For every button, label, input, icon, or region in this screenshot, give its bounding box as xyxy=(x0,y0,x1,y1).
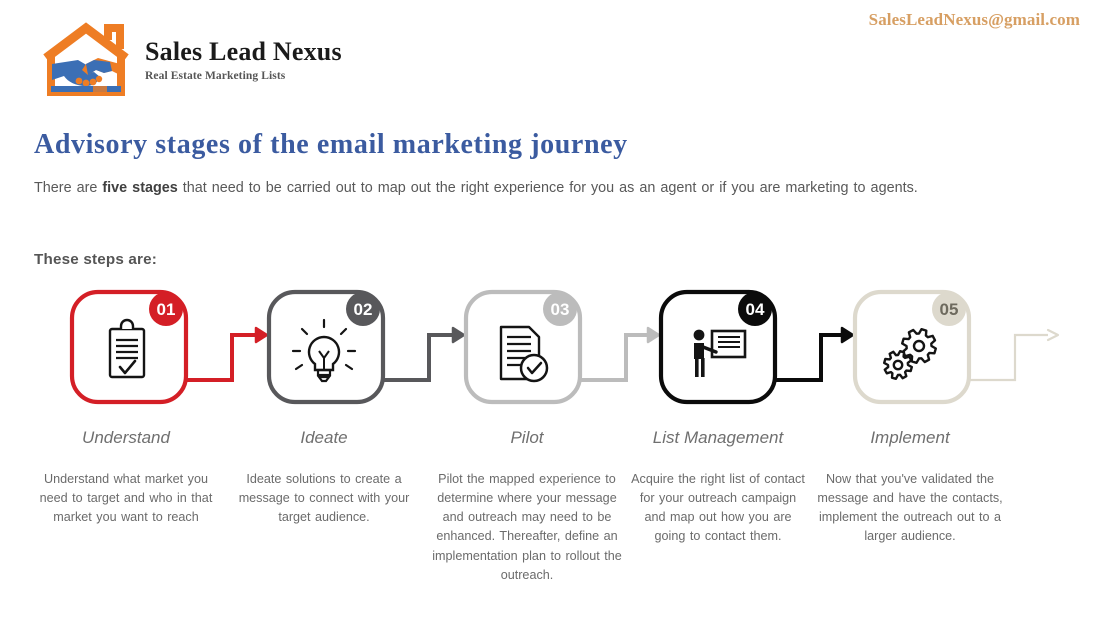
stage-number-text-02: 02 xyxy=(354,300,373,319)
stage-description-05: Now that you've validated the message an… xyxy=(817,472,1003,544)
arrow-head-02 xyxy=(451,326,466,344)
stage-label-04: List Management xyxy=(652,428,784,447)
process-flow-diagram: 01 02 03 04 05 xyxy=(69,289,1060,405)
stage-description-01: Understand what market you need to targe… xyxy=(39,472,213,525)
connector-02 xyxy=(381,333,454,382)
contact-email: SalesLeadNexus@gmail.com xyxy=(868,10,1080,29)
intro-emphasis: five stages xyxy=(102,180,178,196)
arrow-head-03 xyxy=(646,326,661,344)
stage-description-02: Ideate solutions to create a message to … xyxy=(238,472,410,525)
document-check-icon xyxy=(499,325,549,383)
arrow-head-01 xyxy=(254,326,269,344)
intro-paragraph: There are five stages that need to be ca… xyxy=(34,177,1070,200)
brand-tagline: Real Estate Marketing Lists xyxy=(145,69,286,82)
lightbulb-icon xyxy=(291,318,357,383)
intro-text-part-2: that need to be carried out to map out t… xyxy=(177,180,918,196)
stage-number-badge-02[interactable] xyxy=(346,292,380,326)
stage-number-badge-03[interactable] xyxy=(543,292,577,326)
arrow-head-05 xyxy=(1046,328,1060,342)
stage-number-badge-05[interactable] xyxy=(932,292,966,326)
page-title: Advisory stages of the email marketing j… xyxy=(34,129,628,160)
brand-logo: Sales Lead Nexus Real Estate Marketing L… xyxy=(38,20,342,100)
stage-number-text-01: 01 xyxy=(157,300,176,319)
connector-04 xyxy=(773,333,843,382)
stage-label-02: Ideate xyxy=(300,428,348,447)
brand-title: Sales Lead Nexus xyxy=(145,37,342,67)
stage-number-text-04: 04 xyxy=(746,300,765,319)
stage-label-05: Implement xyxy=(870,428,950,447)
stage-label-03: Pilot xyxy=(510,428,544,447)
stage-description-03: Pilot the mapped experience to determine… xyxy=(432,472,622,582)
stage-label-01: Understand xyxy=(82,428,170,447)
connector-01 xyxy=(184,333,257,382)
stage-number-text-05: 05 xyxy=(940,300,959,319)
stage-number-text-03: 03 xyxy=(551,300,570,319)
stage-number-badge-04[interactable] xyxy=(738,292,772,326)
stage-number-badge-01[interactable] xyxy=(149,292,183,326)
intro-text-part-1: There are xyxy=(34,180,103,196)
connector-03 xyxy=(578,333,649,382)
stage-label-row: Understand Ideate Pilot List Management Impl… xyxy=(0,428,1102,454)
clipboard-check-icon xyxy=(108,318,146,379)
brand-wordmark: Sales Lead Nexus Real Estate Marketing L… xyxy=(145,38,342,82)
steps-intro-label: These steps are: xyxy=(34,251,158,268)
arrow-head-04 xyxy=(840,326,855,344)
stage-description-04: Acquire the right list of contact for yo… xyxy=(631,472,805,544)
gears-icon xyxy=(883,328,937,380)
house-handshake-logo-icon xyxy=(43,22,129,96)
connector-05 xyxy=(967,333,1048,382)
presenter-whiteboard-icon xyxy=(693,329,747,377)
